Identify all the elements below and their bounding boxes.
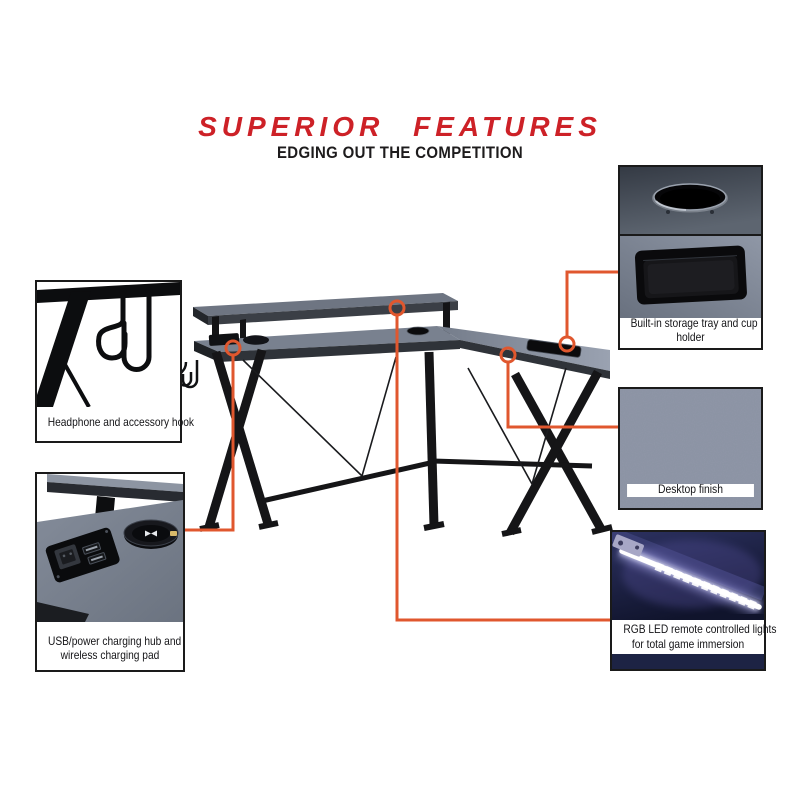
wireless-pad-top — [243, 335, 269, 345]
callout-desktop-finish: Desktop finish — [618, 387, 763, 510]
rgb-led-photo — [612, 532, 764, 620]
connector-rgb-led — [395, 315, 610, 622]
callout-storage-tray: Built-in storage tray and cup holder — [618, 165, 763, 350]
callout-caption: Built-in storage tray and cup holder — [630, 315, 758, 345]
wireless-charging-pad — [123, 519, 179, 549]
connector-usb-charging — [185, 355, 235, 532]
headphone-hook-curve — [121, 290, 152, 372]
callout-usb-charging: USB/power charging hub and wireless char… — [35, 472, 185, 672]
power-usb-hub — [45, 527, 120, 583]
callout-caption: RGB LED remote controlled lights for tot… — [623, 622, 777, 651]
callout-caption: Desktop finish — [627, 484, 754, 497]
navy-footer-band — [612, 654, 764, 669]
page-subtitle: EDGING OUT THE COMPETITION — [276, 143, 524, 163]
desktop-right-wing — [437, 326, 610, 379]
callout-connectors — [185, 270, 618, 622]
outlet-panel-top — [208, 333, 240, 346]
callout-caption: USB/power charging hub and wireless char… — [47, 633, 182, 663]
desk-legs — [199, 348, 613, 537]
callout-rgb-led: RGB LED remote controlled lights for tot… — [610, 530, 777, 671]
storage-tray-cutout — [526, 339, 582, 358]
marker-storage-tray — [558, 335, 576, 353]
callout-headphone-hook: Headphone and accessory hook — [35, 280, 195, 443]
led-mount-bracket — [612, 534, 644, 557]
cup-holder-photo — [620, 167, 761, 234]
desk-illustration — [177, 293, 613, 537]
connector-storage-tray — [565, 270, 618, 337]
page-title: SUPERIOR FEATURES — [198, 111, 602, 142]
support-cables — [242, 356, 567, 487]
callout-caption: Headphone and accessory hook — [47, 415, 195, 430]
header: SUPERIOR FEATURES EDGING OUT THE COMPETI… — [0, 112, 800, 163]
connector-desktop-finish — [506, 362, 618, 429]
headphone-hook-photo — [37, 282, 180, 407]
storage-tray-photo — [620, 236, 761, 318]
photo-divider — [620, 234, 761, 236]
usb-charging-photo — [37, 474, 183, 622]
grommet-hole — [406, 326, 430, 336]
